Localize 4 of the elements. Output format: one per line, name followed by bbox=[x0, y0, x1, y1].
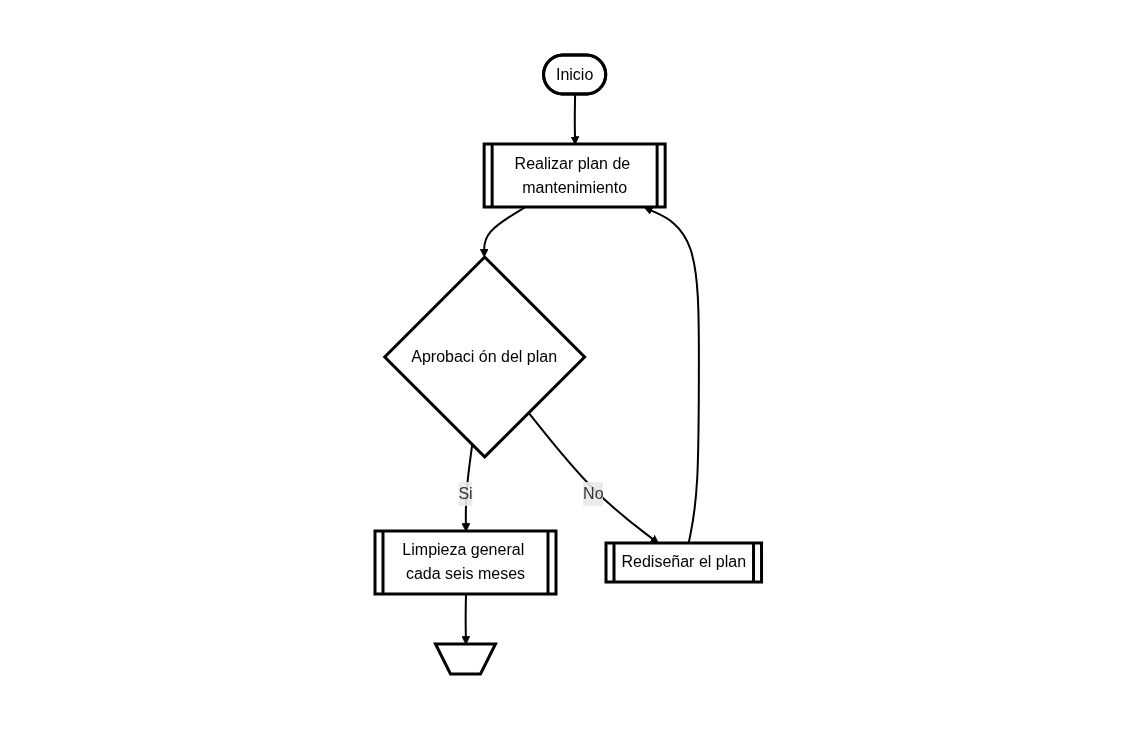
edge-label: No bbox=[583, 484, 604, 502]
node-pentagon bbox=[433, 642, 499, 676]
node-diamond: Aprobaci ón del plan bbox=[382, 254, 587, 460]
edge-label: Si bbox=[458, 484, 473, 502]
